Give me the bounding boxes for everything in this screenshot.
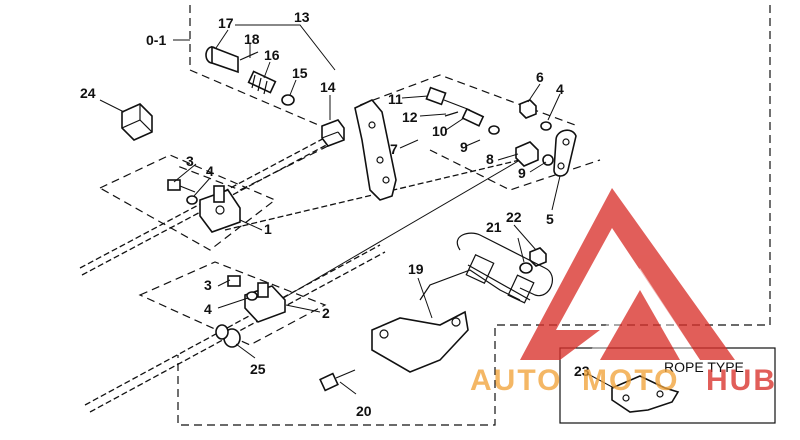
leader-lines <box>99 24 615 395</box>
callout-24: 24 <box>80 85 96 101</box>
part-16-spring <box>247 70 277 95</box>
boundary-bracket-lower <box>429 149 601 191</box>
callout-4-lower: 4 <box>204 301 212 317</box>
part-4-washer-upper <box>186 195 198 205</box>
watermark-text-moto: MOTO <box>582 364 679 397</box>
boundary-bracket-group <box>359 74 576 126</box>
callout-18: 18 <box>244 31 260 47</box>
callout-13: 13 <box>294 9 310 25</box>
part-18-cotter-pin <box>239 51 259 61</box>
callout-9-lower: 9 <box>518 165 526 181</box>
cable-upper-2 <box>81 141 333 276</box>
part-20-bolt <box>319 369 356 392</box>
part-22-nut <box>529 247 547 267</box>
cable-upper <box>79 134 331 269</box>
callout-23: 23 <box>574 363 590 379</box>
callout-20: 20 <box>356 403 372 419</box>
group-boundaries <box>98 5 776 426</box>
callout-5: 5 <box>546 211 554 227</box>
part-21-washer <box>519 262 533 274</box>
part-25-grommet <box>215 324 241 348</box>
part-2-cable-clamp <box>244 282 286 323</box>
part-4-washer-lower <box>246 291 258 301</box>
parts <box>121 45 680 413</box>
part-3-screw-upper <box>167 179 196 193</box>
part-3-screw-lower <box>227 275 241 287</box>
callout-19: 19 <box>408 261 424 277</box>
cables <box>79 134 521 413</box>
part-14-swivel <box>321 119 345 147</box>
callout-4-upper: 4 <box>206 163 214 179</box>
callout-3-upper: 3 <box>186 153 194 169</box>
cable-lower <box>84 244 381 406</box>
part-17-clevis-pin <box>205 45 239 74</box>
part-11-clevis-pin <box>425 86 471 111</box>
callout-2: 2 <box>322 305 330 321</box>
part-8-swivel <box>515 141 539 167</box>
part-10-spring <box>461 108 485 127</box>
callout-1: 1 <box>264 221 272 237</box>
callout-21: 21 <box>486 219 502 235</box>
callout-8: 8 <box>486 151 494 167</box>
automotohub-watermark: AUTO MOTO HUB <box>470 188 777 397</box>
callout-16: 16 <box>264 47 280 63</box>
callout-labels: 0-1 17 13 18 16 15 14 24 3 4 1 3 4 2 25 … <box>80 9 744 419</box>
callout-17: 17 <box>218 15 234 31</box>
part-19-bracket <box>371 269 521 373</box>
callout-6: 6 <box>536 69 544 85</box>
callout-25: 25 <box>250 361 266 377</box>
callout-12: 12 <box>402 109 418 125</box>
part-5-link <box>553 129 577 177</box>
part-23-rope-clip <box>611 375 680 413</box>
boundary-right-edge <box>177 5 771 426</box>
part-10-washer <box>488 125 500 135</box>
part-1-cable-clamp <box>199 185 241 233</box>
callout-22: 22 <box>506 209 522 225</box>
part-24-block <box>121 103 153 141</box>
watermark-triangle-logo <box>520 188 735 360</box>
callout-10: 10 <box>432 123 448 139</box>
part-7-lever <box>354 99 397 201</box>
watermark-text-auto: AUTO <box>470 364 562 397</box>
boundary-part1-group <box>98 154 277 251</box>
part-6-bolt <box>519 99 537 119</box>
boundary-part2-group <box>138 261 327 346</box>
callout-9-upper: 9 <box>460 139 468 155</box>
callout-11: 11 <box>388 91 403 107</box>
rope-type-title: ROPE TYPE <box>664 359 744 375</box>
watermark-text-hub: HUB <box>706 364 777 397</box>
part-12-cotter-pin <box>444 111 459 117</box>
engine-tube <box>456 232 553 304</box>
cable-middle <box>224 159 521 231</box>
callout-3-lower: 3 <box>204 277 212 293</box>
part-4-washer-right <box>540 121 552 131</box>
callout-14: 14 <box>320 79 336 95</box>
part-15-washer <box>281 94 295 106</box>
callout-4-right: 4 <box>556 81 564 97</box>
cable-link-line <box>279 159 521 301</box>
callout-15: 15 <box>292 65 308 81</box>
callout-7: 7 <box>390 141 398 157</box>
assembly-label: 0-1 <box>146 32 166 48</box>
